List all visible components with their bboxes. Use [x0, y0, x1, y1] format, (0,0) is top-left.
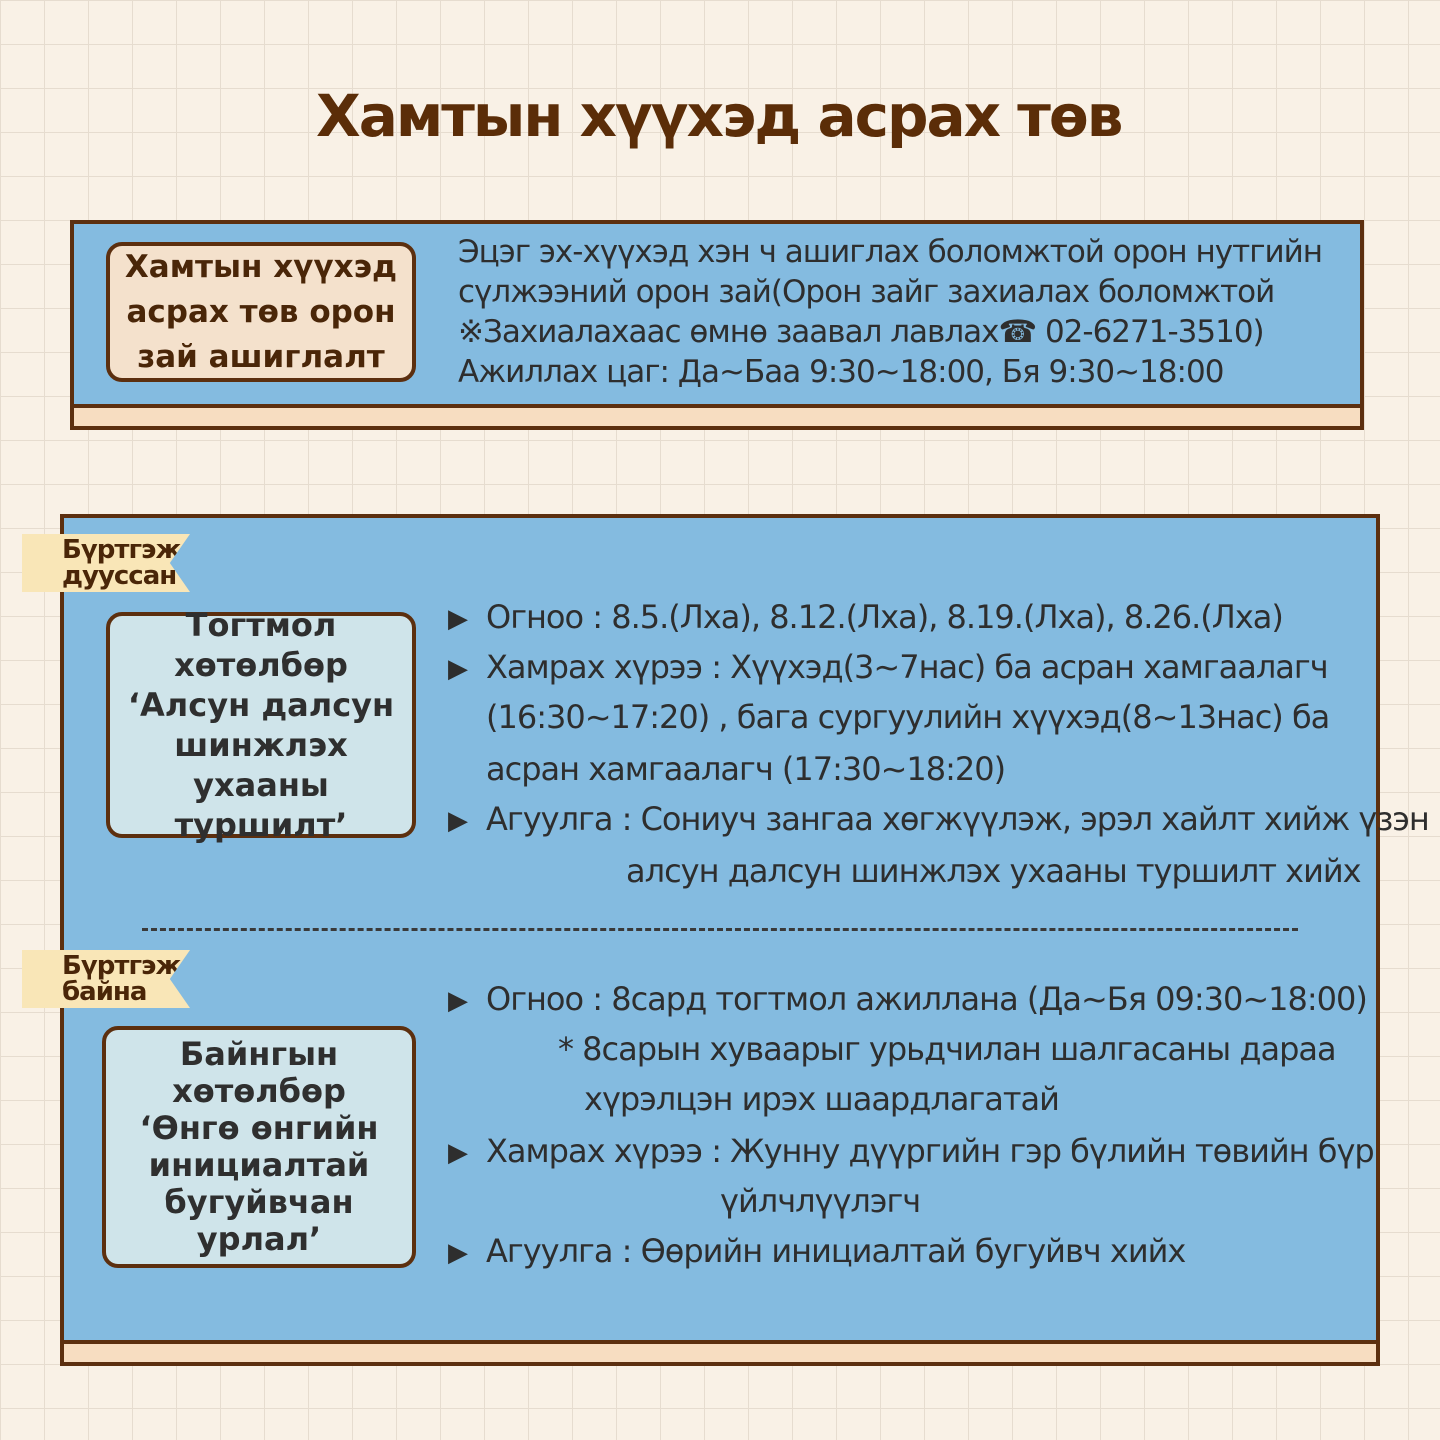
program2-content: Агуулга : Өөрийн инициалтай бугуйвч хийх — [486, 1232, 1186, 1270]
page-title: Хамтын хүүхэд асрах төв — [316, 82, 1123, 150]
bullet-arrow-icon: ▶ — [448, 986, 468, 1016]
program1-scope-cont: (16:30~17:20) , бага сургуулийн хүүхэд(8… — [486, 698, 1330, 736]
bullet-arrow-icon: ▶ — [448, 1238, 468, 1268]
space-usage-info: Эцэг эх-хүүхэд хэн ч ашиглах боломжтой о… — [458, 232, 1323, 392]
program2-scope-cont: үйлчлүүлэгч — [720, 1182, 921, 1220]
program1-date: Огноо : 8.5.(Лха), 8.12.(Лха), 8.19.(Лха… — [486, 598, 1284, 636]
label-line: Байнгын — [179, 1035, 339, 1073]
space-usage-label: Хамтын хүүхэд асрах төв орон зай ашиглал… — [106, 242, 416, 382]
bullet-arrow-icon: ▶ — [448, 654, 468, 684]
program1-scope-cont: асран хамгаалагч (17:30~18:20) — [486, 750, 1006, 788]
label-line: хөтөлбөр — [172, 1072, 346, 1110]
label-line: бугуйвчан — [164, 1183, 354, 1221]
info-line: сүлжээний орон зай(Орон зайг захиалах бо… — [458, 274, 1275, 310]
program1-content-cont: алсун далсун шинжлэх ухааны туршилт хийх — [626, 852, 1362, 890]
label-line: асрах төв орон — [126, 293, 396, 330]
label-line: Тогтмол — [185, 606, 337, 644]
label-line: инициалтай — [148, 1146, 370, 1184]
program1-scope: Хамрах хүрээ : Хүүхэд(3~7нас) ба асран х… — [486, 648, 1329, 686]
program2-note-cont: хүрэлцэн ирэх шаардлагатай — [584, 1080, 1060, 1118]
info-line: ※Захиалахаас өмнө заавал лавлах☎ 02-6271… — [458, 314, 1265, 350]
label-line: Хамтын хүүхэд — [124, 248, 398, 285]
label-line: ‘Өнгө өнгийн — [139, 1109, 379, 1147]
program2-scope: Хамрах хүрээ : Жунну дүүргийн гэр бүлийн… — [486, 1132, 1375, 1170]
label-line: хөтөлбөр — [174, 646, 348, 684]
program2-note: * 8сарын хуваарыг урьдчилан шалгасаны да… — [558, 1030, 1337, 1068]
label-line: зай ашиглалт — [137, 338, 385, 375]
info-line: Ажиллах цаг: Да~Баа 9:30~18:00, Бя 9:30~… — [458, 354, 1224, 390]
program1-content: Агуулга : Сониуч зангаа хөгжүүлэж, эрэл … — [486, 800, 1430, 838]
program2-label: Байнгын хөтөлбөр ‘Өнгө өнгийн инициалтай… — [102, 1026, 416, 1268]
bullet-arrow-icon: ▶ — [448, 806, 468, 836]
bullet-arrow-icon: ▶ — [448, 604, 468, 634]
label-line: ‘Алсун далсун — [127, 686, 395, 724]
label-line: ухааны туршилт’ — [174, 766, 348, 844]
label-line: шинжлэх — [174, 726, 348, 764]
program1-label: Тогтмол хөтөлбөр ‘Алсун далсун шинжлэх у… — [106, 606, 416, 844]
status-badge-closed: Бүртгэж дууссан — [22, 534, 190, 592]
bullet-arrow-icon: ▶ — [448, 1138, 468, 1168]
label-line: урлал’ — [196, 1220, 322, 1258]
section-divider — [142, 928, 1298, 931]
status-badge-open: Бүртгэж байна — [22, 950, 190, 1008]
info-line: Эцэг эх-хүүхэд хэн ч ашиглах боломжтой о… — [458, 234, 1323, 270]
program2-date: Огноо : 8сард тогтмол ажиллана (Да~Бя 09… — [486, 980, 1368, 1018]
